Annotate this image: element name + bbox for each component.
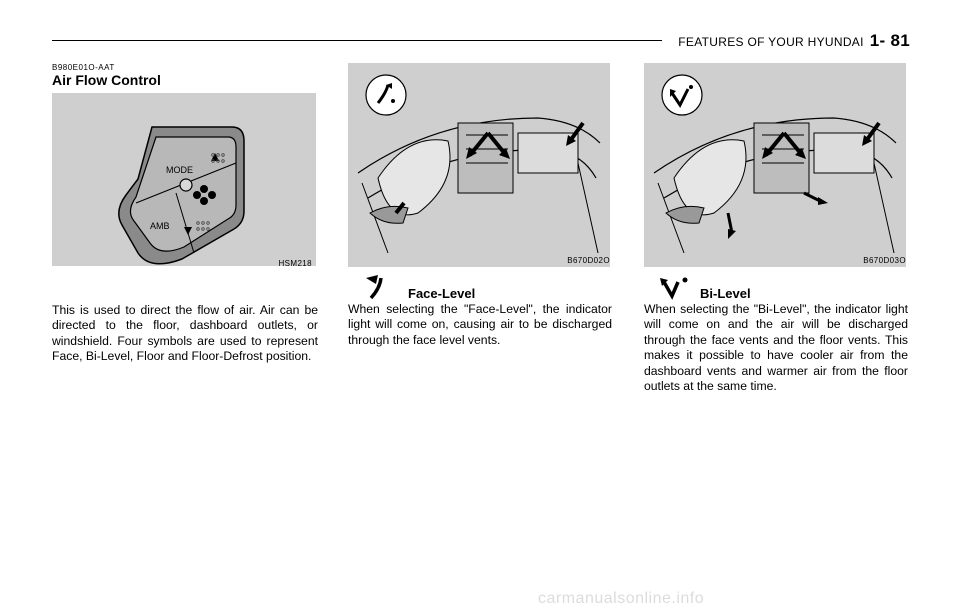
header-rule — [52, 40, 662, 41]
section-code: B980E01O-AAT — [52, 63, 115, 72]
bi-level-paragraph: When selecting the "Bi-Level", the indic… — [644, 302, 908, 394]
section-title: FEATURES OF YOUR HYUNDAI — [678, 35, 864, 49]
face-level-figure: B670D02O — [348, 63, 610, 267]
mode-switch-illustration — [118, 126, 245, 265]
dashboard-illustration — [653, 74, 897, 254]
figure-code: B670D02O — [567, 256, 610, 265]
page-header: FEATURES OF YOUR HYUNDAI 1- 81 — [678, 31, 910, 51]
face-level-icon — [366, 275, 383, 300]
dashboard-illustration — [357, 74, 601, 254]
mode-label: MODE — [166, 165, 193, 175]
watermark: carmanualsonline.info — [538, 590, 705, 607]
face-level-paragraph: When selecting the "Face-Level", the ind… — [348, 302, 612, 347]
bi-level-icon — [660, 277, 688, 300]
bi-level-heading: Bi-Level — [700, 286, 751, 301]
page-number: 1- 81 — [869, 31, 910, 50]
face-level-heading: Face-Level — [408, 286, 476, 301]
figure-code: B670D03O — [863, 256, 906, 265]
mode-switch-figure: MODE AMB HSM218 — [52, 93, 316, 268]
figure-code: HSM218 — [278, 259, 312, 268]
bi-level-figure: B670D03O — [644, 63, 906, 267]
amb-label: AMB — [150, 221, 170, 231]
intro-paragraph: This is used to direct the flow of air. … — [52, 303, 318, 364]
page-title: Air Flow Control — [52, 72, 161, 88]
